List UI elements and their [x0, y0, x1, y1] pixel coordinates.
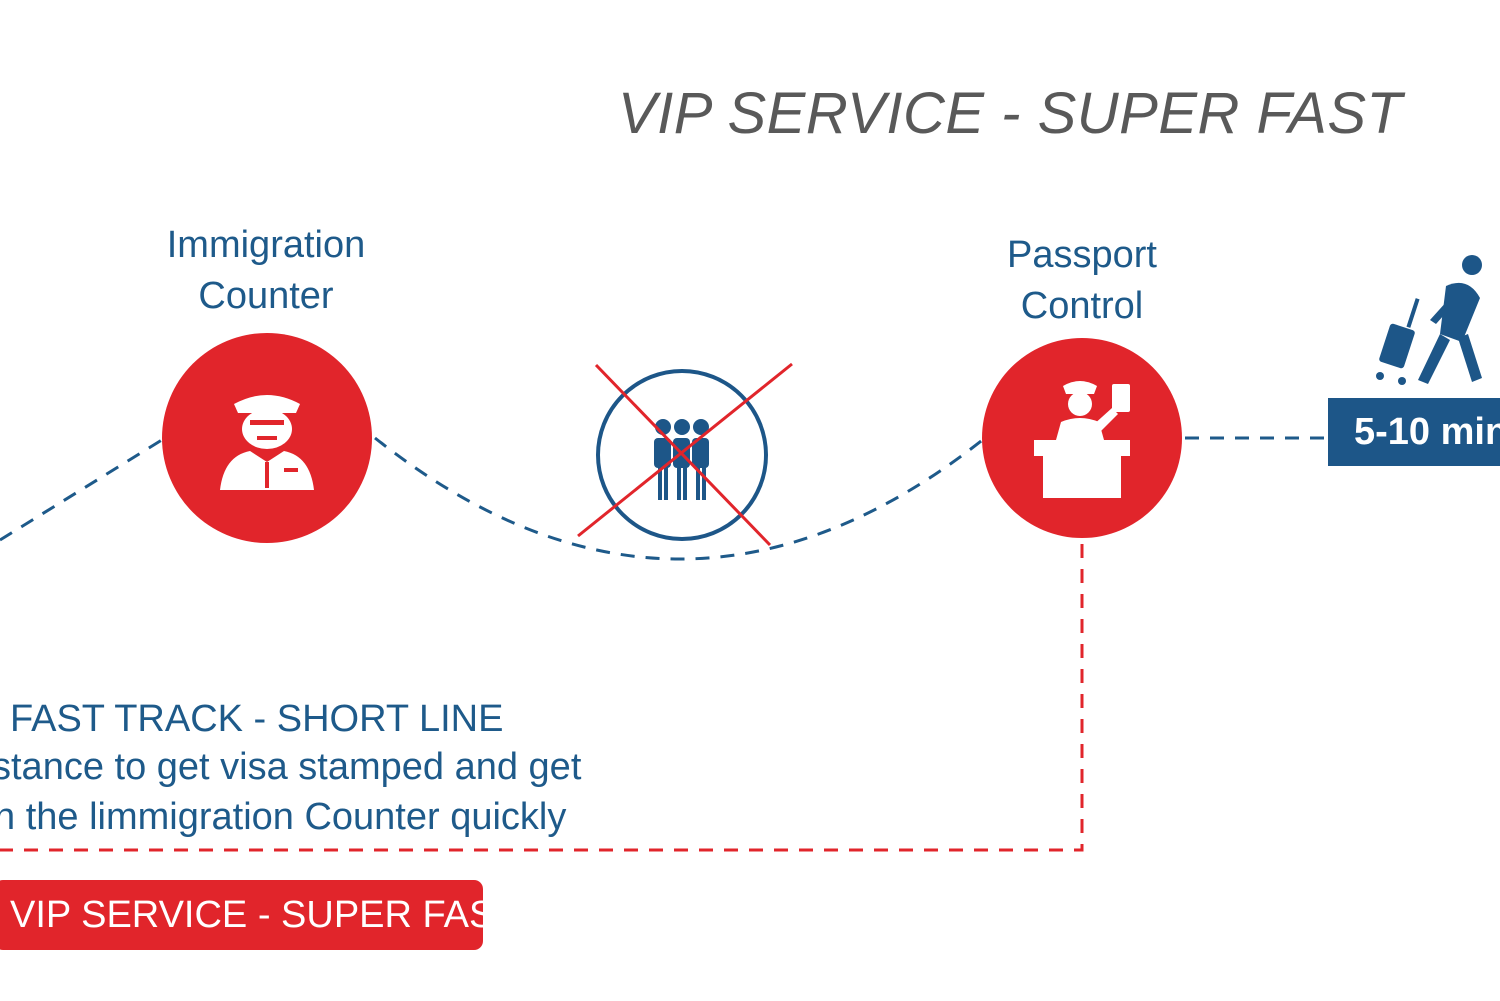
fast-track-description-line1: stance to get visa stamped and get	[0, 746, 582, 788]
vip-path	[0, 544, 1084, 852]
immigration-counter-label: Immigration Counter	[116, 220, 416, 322]
duration-badge: 5-10 min	[1328, 398, 1500, 466]
immigration-label-line1: Immigration	[166, 224, 366, 266]
traveler-with-luggage-icon	[1376, 255, 1482, 385]
passport-control-node	[982, 338, 1182, 538]
no-queue-icon	[654, 419, 709, 500]
passport-label-line2: Control	[1020, 285, 1144, 327]
page-title: VIP SERVICE - SUPER FAST	[618, 81, 1403, 146]
fast-track-description-line2: n the limmigration Counter quickly	[0, 796, 567, 838]
immigration-label-line2: Counter	[198, 275, 334, 317]
vip-service-button[interactable]: VIP SERVICE - SUPER FAST	[0, 880, 518, 950]
flow-path-curve	[374, 436, 986, 561]
immigration-counter-node	[162, 333, 372, 543]
fast-track-title: FAST TRACK - SHORT LINE	[10, 698, 504, 740]
passport-officer-icon	[1034, 381, 1130, 498]
passport-label-line1: Passport	[1007, 234, 1157, 276]
flow-path-left	[0, 436, 166, 542]
no-queue-node	[577, 362, 793, 547]
passport-control-label: Passport Control	[932, 230, 1232, 332]
